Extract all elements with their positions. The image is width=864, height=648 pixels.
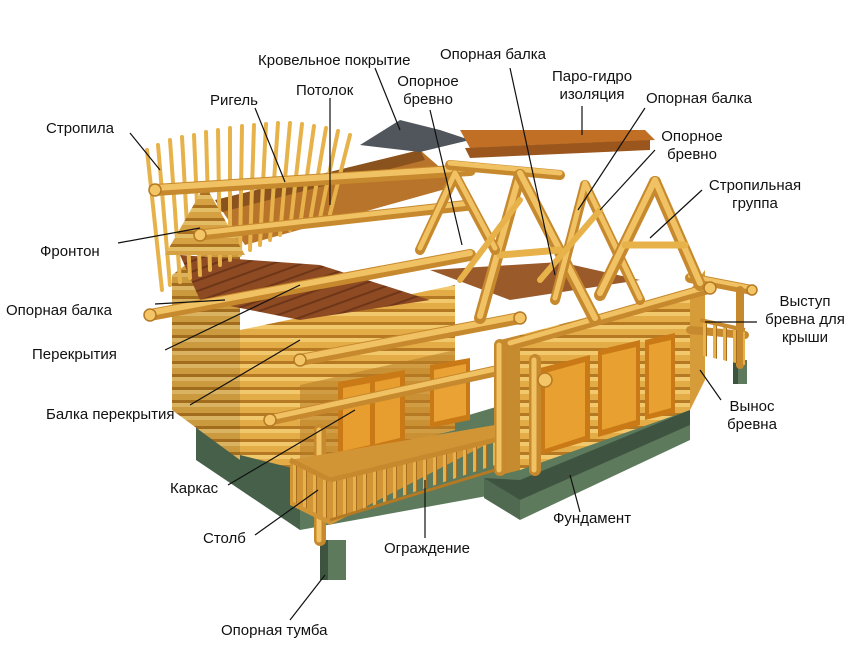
leader-opornaya-balka-top bbox=[509, 67, 556, 276]
leader-opornaya-balka-right bbox=[577, 107, 646, 211]
label-opornaya-tumba: Опорная тумба bbox=[221, 622, 328, 639]
label-opornaya-balka-top: Опорная балка bbox=[440, 46, 546, 63]
log-ends bbox=[143, 183, 758, 427]
label-stropilnaya-gruppa: Стропильная группа bbox=[708, 177, 802, 212]
label-stropila: Стропила bbox=[46, 120, 114, 137]
leader-perekrytiya bbox=[164, 284, 301, 351]
leader-opornoe-brevno-1 bbox=[429, 109, 463, 246]
leader-opornaya-tumba bbox=[289, 574, 326, 621]
label-paro-gidro-izolyaciya: Паро-гидро изоляция bbox=[551, 68, 633, 103]
label-vynos-brevna: Вынос бревна bbox=[727, 398, 777, 433]
leader-krovelnoe bbox=[374, 67, 401, 131]
label-vystup-brevna: Выступ бревна для крыши bbox=[765, 293, 845, 346]
leader-fundament bbox=[569, 474, 581, 513]
label-karkas: Каркас bbox=[170, 480, 219, 497]
label-opornaya-balka-left: Опорная балка bbox=[6, 302, 112, 319]
right-balcony bbox=[699, 318, 746, 365]
right-wing-walls bbox=[500, 290, 690, 475]
leader-balka-perekrytiya bbox=[189, 339, 301, 406]
label-ograzhdenie: Ограждение bbox=[384, 540, 470, 557]
label-stolb: Столб bbox=[203, 530, 246, 547]
right-side-wall bbox=[690, 270, 705, 410]
leader-stolb bbox=[254, 489, 319, 536]
leader-stropila bbox=[129, 132, 161, 171]
label-opornaya-balka-right: Опорная балка bbox=[646, 90, 752, 107]
label-opornoe-brevno-2: Опорное бревно bbox=[661, 128, 723, 163]
label-krovelnoe-pokrytie: Кровельное покрытие bbox=[258, 52, 411, 69]
label-opornoe-brevno-1: Опорное бревно bbox=[397, 73, 459, 108]
label-perekrytiya: Перекрытия bbox=[32, 346, 117, 363]
leader-stropilnaya-gruppa bbox=[649, 189, 703, 239]
roof-trusses-right bbox=[415, 169, 706, 326]
leader-lines bbox=[117, 67, 757, 621]
leader-opornoe-brevno-2 bbox=[599, 149, 656, 211]
label-balka-perekrytiya: Балка перекрытия bbox=[46, 406, 175, 423]
leader-rigel bbox=[254, 107, 286, 183]
label-potolok: Потолок bbox=[296, 82, 354, 99]
label-fronton: Фронтон bbox=[40, 243, 100, 260]
label-fundament: Фундамент bbox=[553, 510, 632, 527]
leader-vynos-brevna bbox=[699, 369, 722, 401]
porch bbox=[288, 425, 496, 525]
label-rigel: Ригель bbox=[210, 92, 258, 109]
leader-fronton bbox=[117, 227, 201, 244]
top-caption bbox=[355, 0, 505, 3]
leader-opornaya-balka-left bbox=[154, 299, 226, 305]
leader-karkas bbox=[227, 409, 356, 486]
